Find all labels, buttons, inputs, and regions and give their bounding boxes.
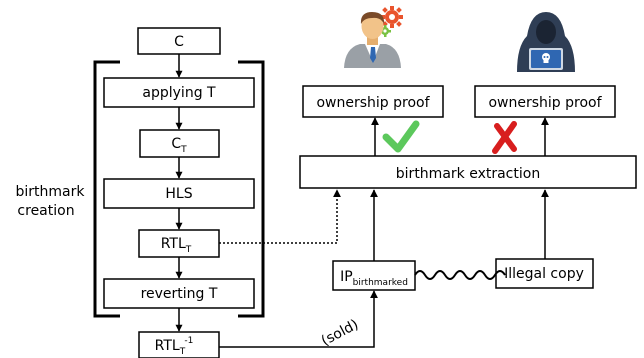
- ct-sub: T: [180, 145, 187, 155]
- hls-label: HLS: [165, 186, 192, 202]
- rtl-final-box: RTLT-1: [138, 331, 220, 358]
- side-label-line1: birthmark: [16, 184, 86, 200]
- ct-box: CT: [139, 129, 220, 158]
- ip-birthmarked-box: IPbirthmarked: [332, 260, 416, 291]
- extraction-box: birthmark extraction: [299, 155, 637, 189]
- attacker-proof-label: ownership proof: [488, 95, 602, 111]
- rtl-t-box: RTLT: [138, 229, 220, 258]
- ct-label: CT: [171, 136, 187, 155]
- rtl-t-base: RTL: [161, 236, 186, 252]
- attacker-proof-box: ownership proof: [474, 85, 616, 118]
- extraction-label: birthmark extraction: [396, 166, 540, 182]
- c-label: C: [174, 34, 184, 50]
- extraction-input-arrows: [370, 189, 549, 261]
- applying-t-box: applying T: [103, 77, 255, 108]
- owner-proof-box: ownership proof: [302, 85, 444, 118]
- applying-t-label: applying T: [142, 85, 216, 101]
- green-check-icon: [382, 120, 420, 153]
- owner-proof-label: ownership proof: [316, 95, 430, 111]
- hls-box: HLS: [103, 178, 255, 209]
- rtl-final-sub: T: [179, 347, 186, 357]
- creation-bracket-right: [238, 60, 265, 318]
- sold-link: [219, 290, 378, 348]
- creation-bracket-left: [93, 60, 120, 318]
- rtl-final-label: RTLT-1: [155, 336, 194, 357]
- reverting-t-box: reverting T: [103, 278, 255, 309]
- businessman-with-gears-icon: [344, 6, 403, 68]
- illegal-copy-box: Illegal copy: [495, 258, 594, 289]
- reverting-t-label: reverting T: [141, 286, 218, 302]
- hooded-hacker-icon: [517, 12, 575, 72]
- illegal-copy-label: Illegal copy: [504, 266, 584, 282]
- side-label-line2: creation: [17, 203, 74, 219]
- proof-arrows: [371, 117, 549, 156]
- rtl-final-sup: -1: [184, 336, 193, 346]
- ip-base: IP: [340, 269, 353, 285]
- ip-birthmarked-label: IPbirthmarked: [340, 269, 408, 288]
- ct-base: C: [171, 136, 181, 152]
- ip-sub: birthmarked: [353, 278, 408, 288]
- rtl-final-base: RTL: [155, 338, 180, 354]
- dotted-link: [219, 189, 341, 244]
- sold-label: (sold): [319, 317, 361, 350]
- wavy-link: [414, 270, 506, 280]
- c-box: C: [137, 27, 221, 55]
- rtl-t-sub: T: [185, 245, 192, 255]
- side-label: birthmark creation: [16, 184, 86, 219]
- red-cross-icon: [492, 121, 517, 154]
- rtl-t-label: RTLT: [161, 236, 192, 255]
